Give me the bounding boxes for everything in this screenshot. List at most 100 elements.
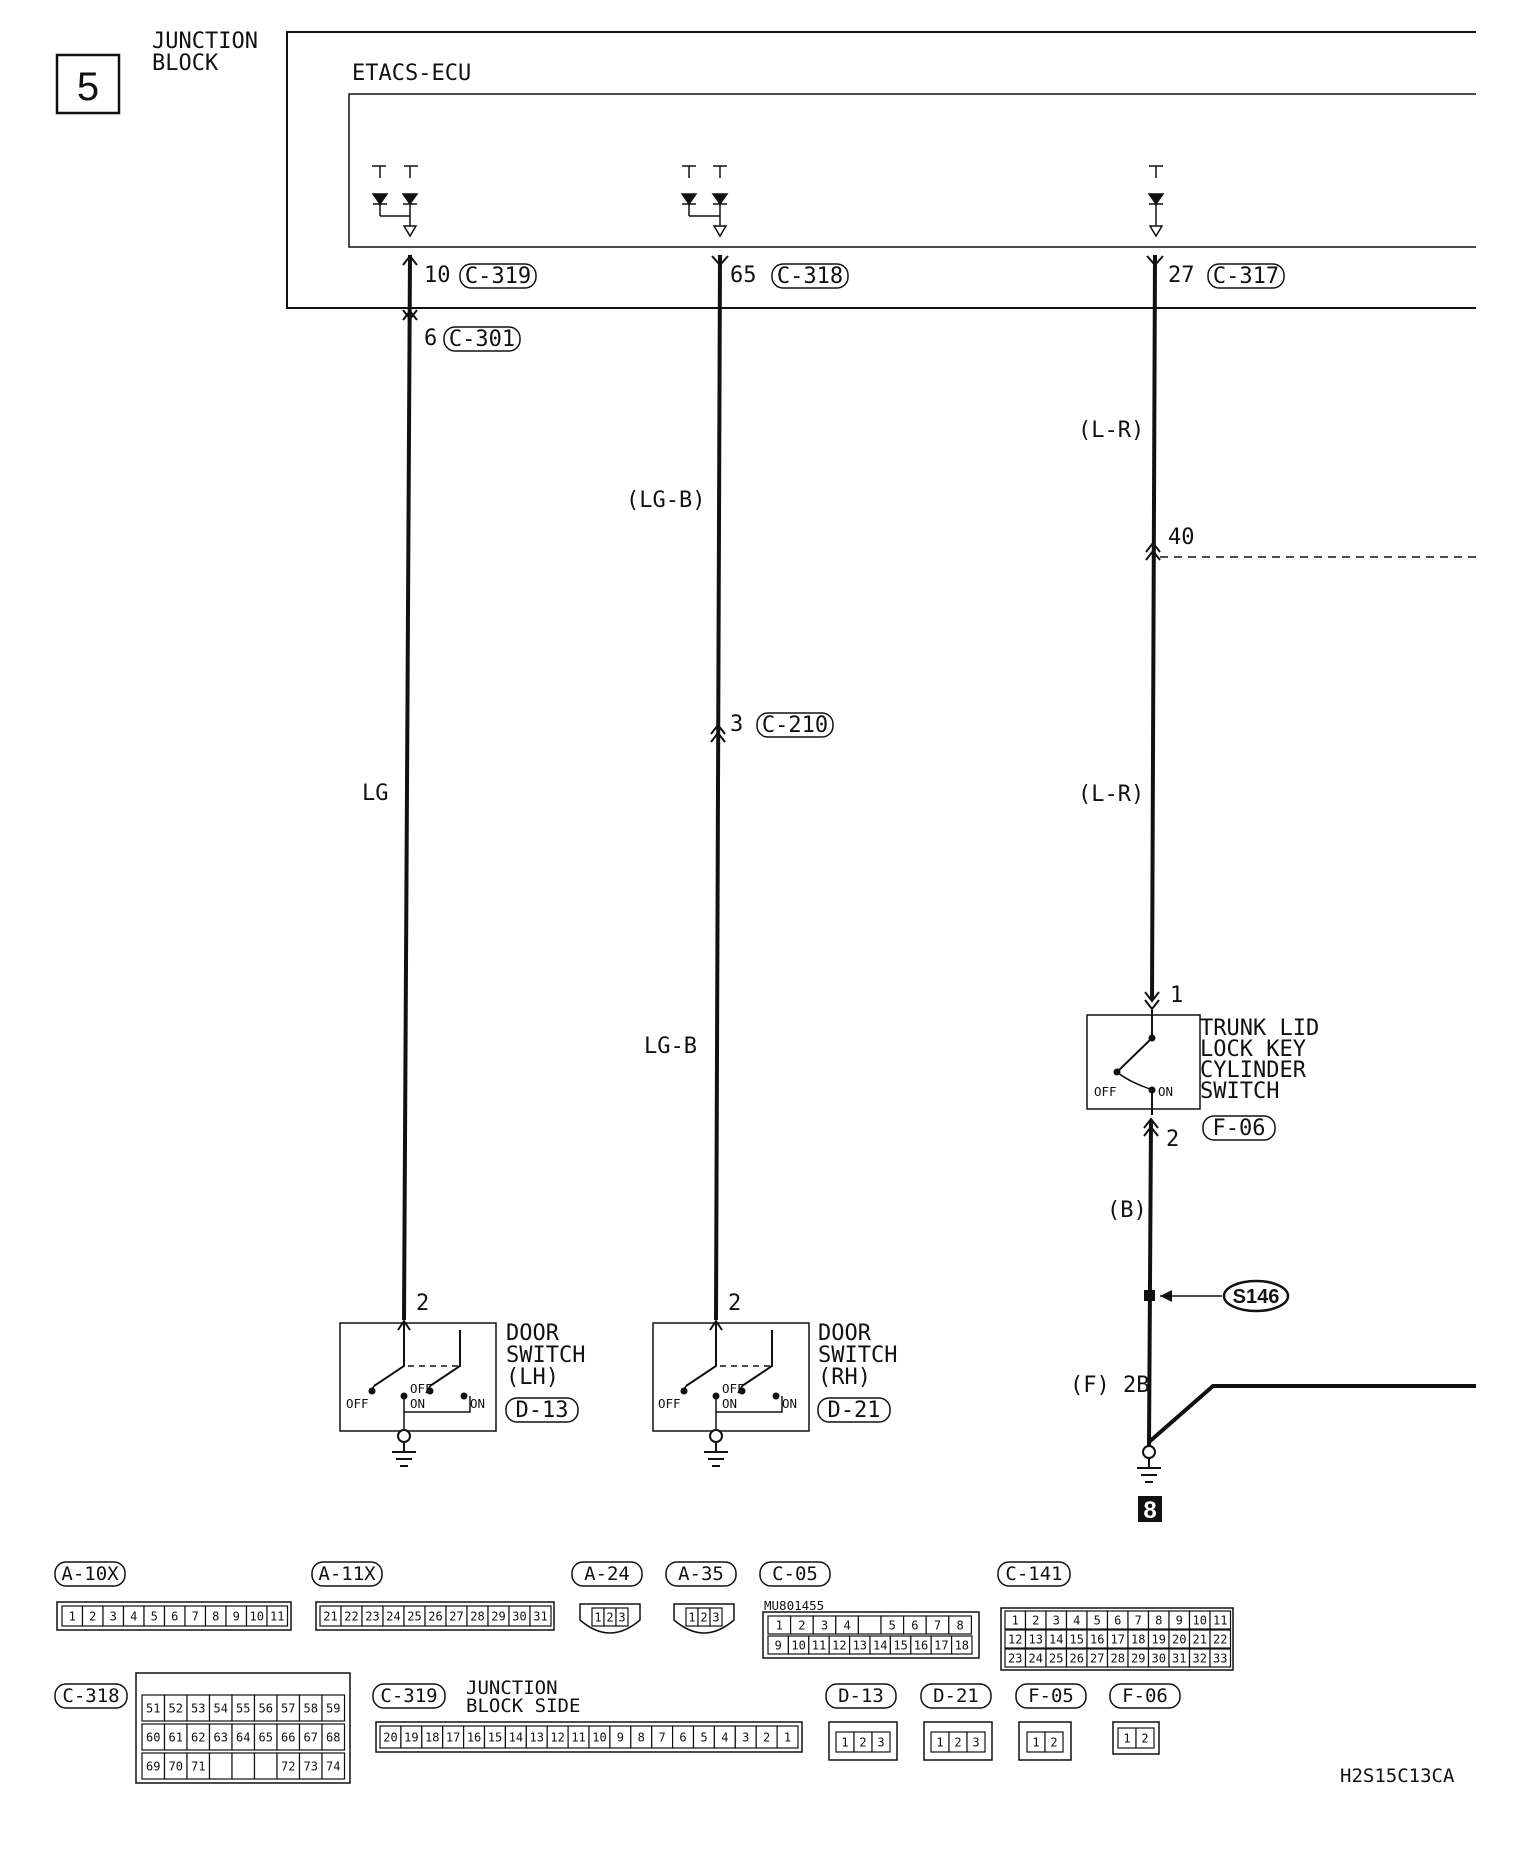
c05-r1-pin-cell bbox=[948, 1615, 972, 1635]
c318-r2-pin-label: 60 bbox=[146, 1731, 160, 1745]
svg-text:A-24: A-24 bbox=[584, 1563, 630, 1585]
c318-r2-pin-label: 67 bbox=[304, 1731, 318, 1745]
c319-pin-label: 19 bbox=[404, 1731, 418, 1745]
ground-symbol-door-rh bbox=[704, 1429, 728, 1467]
terminal-27-pin: 27 bbox=[1168, 263, 1195, 288]
d13-pin-label: 1 bbox=[841, 1736, 848, 1750]
terminal-3-connector: C-210 bbox=[756, 712, 834, 738]
c318-r3-pin-cell bbox=[208, 1752, 233, 1780]
cv-title-f05: F-05 bbox=[1015, 1683, 1087, 1709]
f06-pin-label: 2 bbox=[1141, 1732, 1148, 1746]
c141-r3-pin-label: 25 bbox=[1049, 1652, 1063, 1666]
page-number: 5 bbox=[77, 65, 99, 109]
c141-r1-pin-label: 10 bbox=[1193, 1614, 1207, 1628]
svg-text:F-06: F-06 bbox=[1122, 1685, 1168, 1707]
c319-pin-label: 14 bbox=[509, 1731, 523, 1745]
svg-text:D-21: D-21 bbox=[828, 1398, 881, 1423]
c319-pin-label: 10 bbox=[592, 1731, 606, 1745]
d21-pin-label: 3 bbox=[972, 1736, 979, 1750]
a11x-pin-label: 29 bbox=[491, 1610, 505, 1624]
wire-color-f2b: (F) 2B bbox=[1070, 1373, 1149, 1398]
cv-title-f06: F-06 bbox=[1109, 1683, 1181, 1709]
c318-r2-pin-label: 64 bbox=[236, 1731, 250, 1745]
svg-text:ON: ON bbox=[470, 1396, 485, 1411]
svg-text:C-319: C-319 bbox=[465, 264, 531, 289]
c318-r1-pin-label: 57 bbox=[281, 1702, 295, 1716]
terminal-10-connector: C-319 bbox=[459, 263, 537, 289]
svg-text:ON: ON bbox=[410, 1396, 425, 1411]
c05-r2-pin-label: 14 bbox=[873, 1639, 887, 1653]
c319-pin-label: 1 bbox=[784, 1731, 791, 1745]
wire-color-lr-lower: (L-R) bbox=[1078, 782, 1144, 807]
door-switch-rh: OFF OFF ON ON bbox=[652, 1322, 810, 1432]
door-rh-label-3: (RH) bbox=[818, 1365, 871, 1390]
wire-lg bbox=[402, 254, 412, 1321]
a10x-pin-label: 7 bbox=[192, 1610, 199, 1624]
d13-pin-label: 2 bbox=[859, 1736, 866, 1750]
c318-r2-pin-label: 62 bbox=[191, 1731, 205, 1745]
c318-r2-pin-label: 66 bbox=[281, 1731, 295, 1745]
terminal-27-connector: C-317 bbox=[1207, 263, 1285, 289]
svg-text:OFF: OFF bbox=[1094, 1084, 1117, 1099]
c141-r2-pin-label: 19 bbox=[1152, 1633, 1166, 1647]
door-rh-connector: D-21 bbox=[817, 1397, 891, 1423]
c319-pin-label: 5 bbox=[700, 1731, 707, 1745]
a10x-pin-label: 6 bbox=[171, 1610, 178, 1624]
svg-text:F-06: F-06 bbox=[1213, 1116, 1266, 1141]
svg-text:C-301: C-301 bbox=[449, 327, 515, 352]
c318-r1-pin-label: 58 bbox=[304, 1702, 318, 1716]
cv-title-a24: A-24 bbox=[571, 1561, 643, 1587]
c141-r2-pin-label: 22 bbox=[1213, 1633, 1227, 1647]
c318-r3-pin-cell bbox=[231, 1752, 256, 1780]
ground-ref-box: 8 bbox=[1138, 1496, 1162, 1524]
c318-r3-pin-label: 69 bbox=[146, 1760, 160, 1774]
wire-color-lgb-lower: LG-B bbox=[644, 1034, 697, 1059]
connector-shells bbox=[56, 1601, 1234, 1784]
wire-color-lgb-upper: (LG-B) bbox=[626, 488, 705, 513]
wire-b bbox=[1147, 1119, 1153, 1447]
svg-text:D-13: D-13 bbox=[838, 1685, 884, 1707]
c318-r1-pin-label: 55 bbox=[236, 1702, 250, 1716]
c05-r2-pin-label: 11 bbox=[812, 1639, 826, 1653]
terminal-markers bbox=[397, 254, 1164, 1331]
c319-pin-label: 9 bbox=[617, 1731, 624, 1745]
a10x-pin-label: 5 bbox=[151, 1610, 158, 1624]
ground-symbol-trunk bbox=[1137, 1445, 1161, 1483]
a11x-pin-label: 24 bbox=[386, 1610, 400, 1624]
terminal-6-pin: 6 bbox=[424, 326, 437, 351]
c05-r2-pin-label: 18 bbox=[955, 1639, 969, 1653]
c141-r1-pin-label: 5 bbox=[1094, 1614, 1101, 1628]
svg-text:C-210: C-210 bbox=[762, 713, 828, 738]
wire-color-b: (B) bbox=[1107, 1198, 1147, 1223]
c318-r1-pin-cell bbox=[321, 1694, 346, 1722]
cv-title-c319: C-319 bbox=[372, 1683, 446, 1709]
c141-r2-pin-label: 21 bbox=[1193, 1633, 1207, 1647]
page-number-box: 5 bbox=[55, 53, 121, 115]
c319-pin-label: 18 bbox=[425, 1731, 439, 1745]
cv-c05-part: MU801455 bbox=[764, 1598, 824, 1613]
svg-text:A-10X: A-10X bbox=[61, 1563, 119, 1585]
c141-r1-pin-cell bbox=[1209, 1610, 1232, 1630]
c141-r3-pin-label: 31 bbox=[1172, 1652, 1186, 1666]
c318-r1-pin-label: 51 bbox=[146, 1702, 160, 1716]
c318-r3-pin-cell bbox=[253, 1752, 278, 1780]
svg-text:D-13: D-13 bbox=[516, 1398, 569, 1423]
trunk-switch-label-4: SWITCH bbox=[1200, 1079, 1279, 1104]
door-switch-lh: OFF OFF ON ON bbox=[339, 1322, 497, 1432]
svg-text:OFF: OFF bbox=[346, 1396, 369, 1411]
f05-pin-label: 1 bbox=[1032, 1736, 1039, 1750]
svg-text:ON: ON bbox=[722, 1396, 737, 1411]
a10x-pin-label: 10 bbox=[250, 1610, 264, 1624]
wire-lr bbox=[1150, 254, 1157, 1001]
c318-r2-pin-label: 61 bbox=[169, 1731, 183, 1745]
door-lh-connector: D-13 bbox=[505, 1397, 579, 1423]
a24-pin-label: 3 bbox=[618, 1611, 625, 1625]
terminal-3-pin: 3 bbox=[730, 712, 743, 737]
a11x-pin-label: 23 bbox=[365, 1610, 379, 1624]
c319-pin-label: 17 bbox=[446, 1731, 460, 1745]
c05-r1-pin-label: 5 bbox=[889, 1619, 896, 1633]
splice-s146: S146 bbox=[1144, 1279, 1290, 1313]
c05-r1-pin-label: 8 bbox=[956, 1619, 963, 1633]
door-lh-label-1: DOOR bbox=[506, 1321, 560, 1346]
